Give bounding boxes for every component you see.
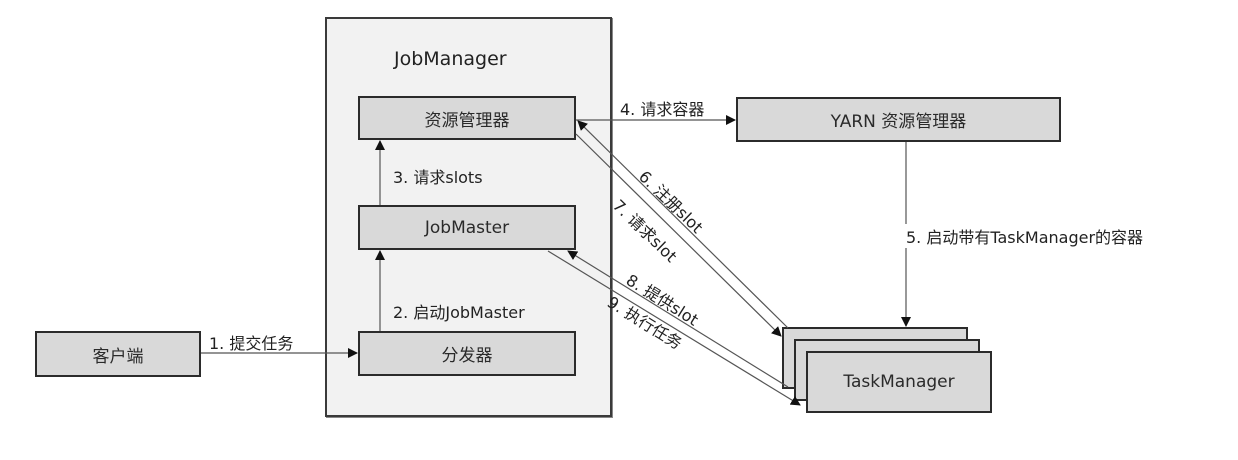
step-4-label: 4. 请求容器 — [620, 100, 705, 119]
step-1-label: 1. 提交任务 — [209, 334, 294, 353]
dispatcher-box[interactable]: 分发器 — [358, 331, 576, 376]
step-3-label: 3. 请求slots — [393, 168, 483, 187]
arrow-register-slot — [577, 120, 789, 329]
taskmanager-label: TaskManager — [843, 372, 955, 392]
step-2-label: 2. 启动JobMaster — [393, 303, 525, 322]
client-label: 客户端 — [92, 346, 144, 367]
step-5-label: 5. 启动带有TaskManager的容器 — [900, 224, 1144, 248]
jobmaster-label: JobMaster — [424, 217, 510, 238]
arrow-execute-task — [547, 250, 801, 406]
jobmaster-box[interactable]: JobMaster — [358, 205, 576, 250]
client-box[interactable]: 客户端 — [35, 331, 201, 377]
arrow-offer-slot — [567, 250, 789, 388]
dispatcher-label: 分发器 — [441, 346, 493, 366]
taskmanager-box-front[interactable]: TaskManager — [806, 351, 992, 413]
resource-manager-box[interactable]: 资源管理器 — [358, 96, 576, 140]
jobmanager-title: JobManager — [394, 48, 507, 70]
yarn-resource-manager-box[interactable]: YARN 资源管理器 — [736, 97, 1061, 142]
resource-manager-label: 资源管理器 — [424, 110, 510, 131]
arrow-request-slot — [575, 133, 782, 337]
yarn-resource-manager-label: YARN 资源管理器 — [830, 112, 967, 132]
